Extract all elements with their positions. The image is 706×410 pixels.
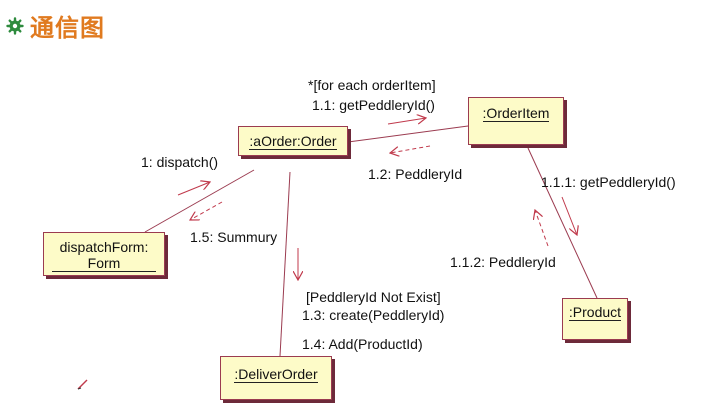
arrow-summury [190,201,223,220]
message-add: 1.4: Add(ProductId) [302,336,423,352]
object-order-item-name: :OrderItem [482,105,550,122]
arrow-return-peddlery-id [390,145,431,153]
arrow-get-peddlery-id [387,118,426,125]
slide-title: 通信图 [6,8,105,43]
object-dispatch-form-line1: dispatchForm: [59,239,149,255]
object-dispatch-form-line2: Form [52,255,156,272]
link-order-deliverorder [279,171,291,357]
pen-cursor-icon [76,377,90,391]
title-text: 通信图 [30,14,105,42]
green-gear-bullet-icon [6,16,24,35]
message-for-each: *[for each orderItem] [308,77,436,93]
message-dispatch: 1: dispatch() [141,154,219,170]
object-order-item[interactable]: :OrderItem [468,97,564,145]
message-get-peddlery-id: 1.1: getPeddleryId() [312,97,435,113]
object-deliver-order[interactable]: :DeliverOrder [220,356,332,400]
arrow-return-peddlery-id-product [535,210,549,247]
object-order[interactable]: :aOrder:Order [238,126,348,156]
message-summury: 1.5: Summury [190,229,278,245]
object-order-name: :aOrder:Order [249,133,337,150]
message-create: 1.3: create(PeddleryId) [302,307,445,323]
message-condition: [PeddleryId Not Exist] [306,289,441,305]
arrow-get-peddlery-id-product [561,196,577,235]
link-orderitem-product [527,147,598,299]
link-dispatchform-order [144,169,255,233]
arrow-dispatch [177,182,210,196]
message-return-peddlery-id: 1.2: PeddleryId [368,166,463,182]
link-order-orderitem [347,125,469,143]
message-return-peddlery-id-product: 1.1.2: PeddleryId [450,254,556,270]
object-dispatch-form[interactable]: dispatchForm: Form [43,232,165,276]
object-product-name: :Product [568,304,622,321]
object-deliver-order-name: :DeliverOrder [234,366,318,383]
object-product[interactable]: :Product [562,298,628,340]
message-get-peddlery-id-product: 1.1.1: getPeddleryId() [541,174,676,190]
